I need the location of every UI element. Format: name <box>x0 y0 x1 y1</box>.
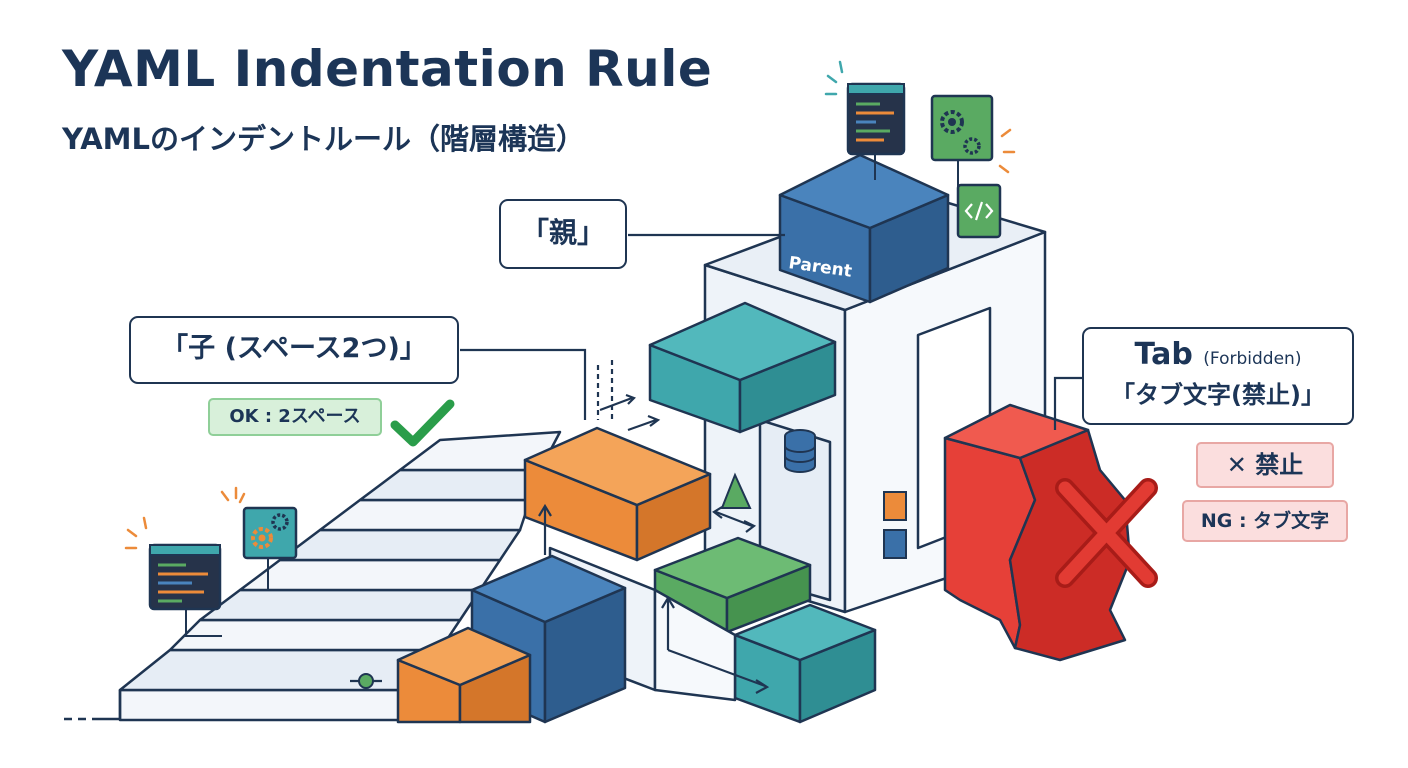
triangle-marker-icon <box>720 472 752 509</box>
parent-block <box>778 153 950 304</box>
indent-arrows <box>538 360 770 694</box>
forbidden-x-icon <box>1055 478 1158 588</box>
tab-forbidden-block <box>943 403 1132 662</box>
tab-callout: Tab (Forbidden) 「タブ文字(禁止)」 <box>1082 327 1354 425</box>
ok-check-icon <box>390 399 455 447</box>
code-window-icon-top <box>846 82 906 180</box>
ok-badge: OK : 2スペース <box>208 398 382 436</box>
child-block-orange-lower <box>396 626 532 724</box>
node-marker-icon <box>350 673 382 689</box>
gear-icon-top <box>930 94 994 190</box>
tab-callout-title-row: Tab (Forbidden) <box>1084 337 1352 377</box>
sparkle-icons-top <box>824 60 1016 174</box>
tower-orange-panel <box>883 491 907 521</box>
ng-badge: NG : タブ文字 <box>1182 500 1348 542</box>
page-title: YAML Indentation Rule <box>62 40 713 98</box>
page-subtitle: YAMLのインデントルール（階層構造） <box>62 122 586 156</box>
child-callout: 「子 (スペース2つ)」 <box>129 316 459 384</box>
parent-callout: 「親」 <box>499 199 627 269</box>
child-block-teal-lower <box>733 603 877 724</box>
child-block-teal <box>648 301 837 434</box>
code-window-icon-left <box>148 543 222 637</box>
tower-blue-panel <box>883 529 907 559</box>
tab-callout-title: Tab <box>1134 337 1193 372</box>
database-icon <box>784 429 816 473</box>
child-block-orange <box>523 426 712 562</box>
forbidden-badge: ✕ 禁止 <box>1196 442 1334 488</box>
tab-callout-note: (Forbidden) <box>1203 349 1302 369</box>
gear-icon-left <box>242 506 298 590</box>
tab-callout-jp: 「タブ文字(禁止)」 <box>1111 381 1325 409</box>
sparkle-icons-left <box>124 486 246 550</box>
code-tag-icon-top <box>956 183 1002 239</box>
